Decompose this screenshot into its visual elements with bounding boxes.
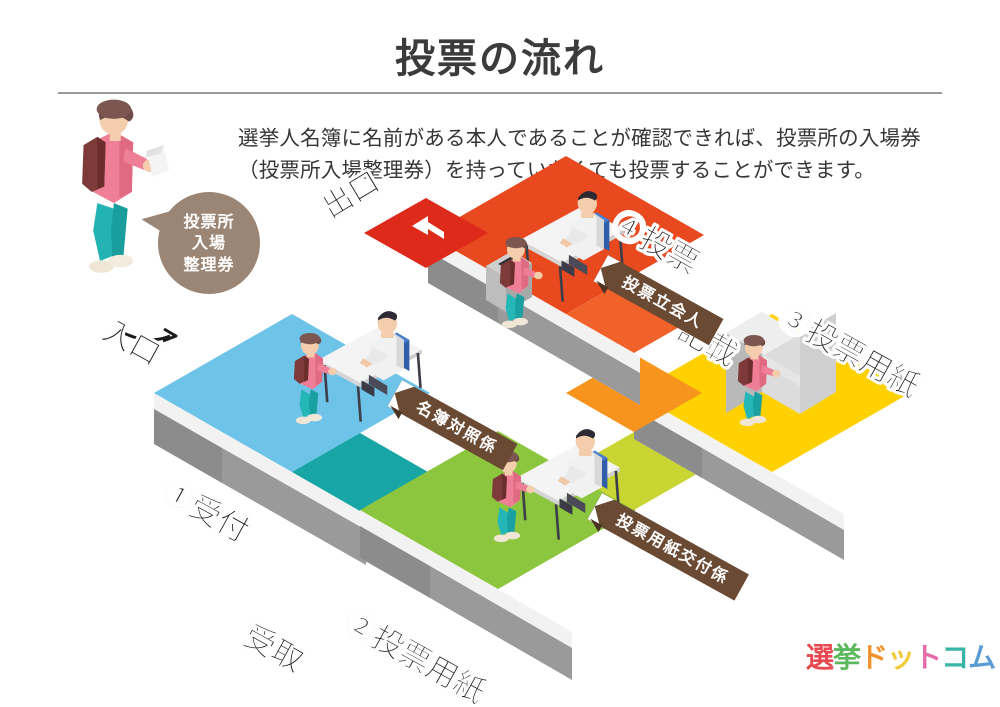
label-step-3: ③投票用紙 記載	[672, 252, 939, 512]
ribbon-voting-observer: 投票立会人	[593, 255, 724, 346]
visitor-step-1	[293, 332, 337, 425]
bubble-line-3: 整理券	[183, 254, 235, 274]
lead-line-1: 選挙人名簿に名前がある本人であることが確認できれば、投票所の入場券	[238, 126, 921, 150]
logo-char-3: ッ	[887, 641, 915, 674]
logo-char-5: コ	[941, 641, 969, 674]
ribbon-ballot-issuer: 投票用紙交付係	[587, 493, 749, 601]
speech-bubble: 投票所 入場 整理券	[158, 192, 260, 294]
logo-char-2: ド	[860, 641, 888, 674]
senkyo-dotcom-logo: 選挙ドットコム	[806, 636, 996, 676]
label-step-1: ①受付	[156, 473, 255, 550]
logo-char-6: ム	[968, 641, 996, 674]
bubble-line-1: 投票所	[183, 212, 235, 232]
platform-step-1	[154, 314, 430, 565]
label-entrance: 入口	[96, 313, 166, 374]
label-step-2: ②投票用紙 受取	[238, 558, 505, 707]
title-divider	[58, 92, 942, 94]
ballot-box	[486, 251, 532, 312]
lead-paragraph: 選挙人名簿に名前がある本人であることが確認できれば、投票所の入場券 （投票所入場…	[238, 122, 938, 186]
bubble-line-2: 入場	[191, 233, 226, 253]
visitor-step-4	[499, 236, 543, 329]
logo-char-4: ト	[914, 641, 942, 674]
standing-voter	[82, 99, 170, 273]
logo-char-1: 挙	[833, 641, 861, 674]
logo-char-0: 選	[806, 641, 834, 674]
ribbon-roster-checker: 名簿対照係	[387, 380, 518, 471]
page-title: 投票の流れ	[395, 35, 605, 82]
